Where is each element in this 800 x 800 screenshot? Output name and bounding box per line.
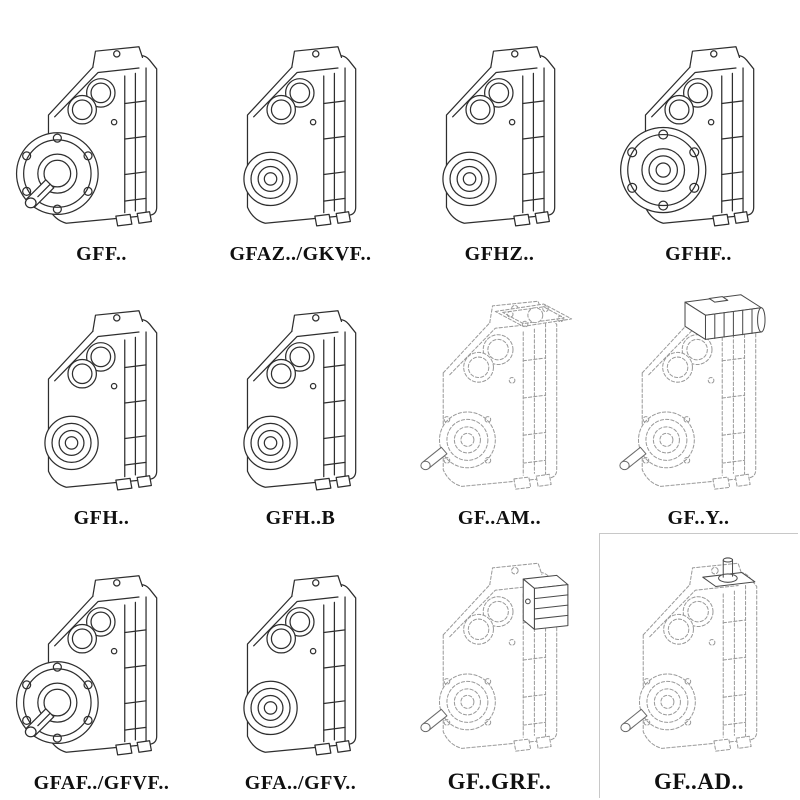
gearbox-symbol-ref <box>443 46 555 225</box>
gearbox-symbol-ref <box>244 576 356 755</box>
gearbox-flange-shaft-icon <box>13 37 190 241</box>
model-label-gfhz: GFHZ.. <box>464 242 535 265</box>
catalog-cell-gf-am: GF..AM.. <box>400 269 599 534</box>
catalog-cell-gf-y: GF..Y.. <box>599 269 798 534</box>
catalog-cell-gfaz-gkvf: GFAZ../GKVF.. <box>201 4 400 269</box>
model-label-gfaz-gkvf: GFAZ../GKVF.. <box>229 242 372 265</box>
gearbox-hollow-bore-icon <box>212 566 389 770</box>
gearbox-iec-adapter-icon <box>406 291 592 505</box>
catalog-cell-gf-ad: GF..AD.. <box>599 533 798 798</box>
gearbox-symbol-ref <box>621 558 757 751</box>
gearbox-symbol-ref <box>16 46 156 225</box>
catalog-cell-gfh: GFH.. <box>2 269 201 534</box>
catalog-cell-gf-grf: GF..GRF.. <box>400 533 599 798</box>
gearbox-symbol-ref <box>45 311 157 490</box>
catalog-cell-gfhf: GFHF.. <box>599 4 798 269</box>
gearbox-hollow-bore-icon <box>212 301 389 505</box>
gearbox-side-cover-icon <box>406 553 592 767</box>
model-label-gff: GFF.. <box>76 242 127 265</box>
gearbox-symbol-ref <box>16 576 156 755</box>
model-label-gf-am: GF..AM.. <box>457 507 542 530</box>
gearbox-symbol-ref <box>421 302 572 490</box>
gearbox-hollow-bore-icon <box>411 37 588 241</box>
gearbox-hollow-bore-icon <box>13 301 190 505</box>
model-label-gfhf: GFHF.. <box>665 242 732 265</box>
gearbox-with-motor-icon <box>605 291 791 505</box>
catalog-cell-gff: GFF.. <box>2 4 201 269</box>
gearbox-symbol-ref <box>421 563 568 751</box>
catalog-cell-gfh-b: GFH..B <box>201 269 400 534</box>
gearbox-flange-shaft-icon <box>13 566 190 770</box>
catalog-cell-gfaf-gfvf: GFAF../GFVF.. <box>2 533 201 798</box>
catalog-cell-gfhz: GFHZ.. <box>400 4 599 269</box>
gearbox-symbol-ref <box>620 295 765 489</box>
model-label-gf-y: GF..Y.. <box>667 507 730 530</box>
gearbox-symbol-ref <box>620 46 753 225</box>
gearbox-input-shaft-icon <box>606 553 792 767</box>
model-label-gfaf-gfvf: GFAF../GFVF.. <box>33 771 170 794</box>
gearbox-symbol-ref <box>244 46 356 225</box>
gearbox-symbol-ref <box>244 311 356 490</box>
gearbox-front-flange-icon <box>610 37 787 241</box>
model-label-gfh-b: GFH..B <box>265 507 336 530</box>
model-label-gfh: GFH.. <box>73 507 130 530</box>
catalog-cell-gfa-gfv: GFA../GFV.. <box>201 533 400 798</box>
model-label-gf-grf: GF..GRF.. <box>447 768 552 794</box>
gearbox-hollow-bore-icon <box>212 37 389 241</box>
model-label-gf-ad: GF..AD.. <box>653 768 745 794</box>
model-label-gfa-gfv: GFA../GFV.. <box>244 771 357 794</box>
